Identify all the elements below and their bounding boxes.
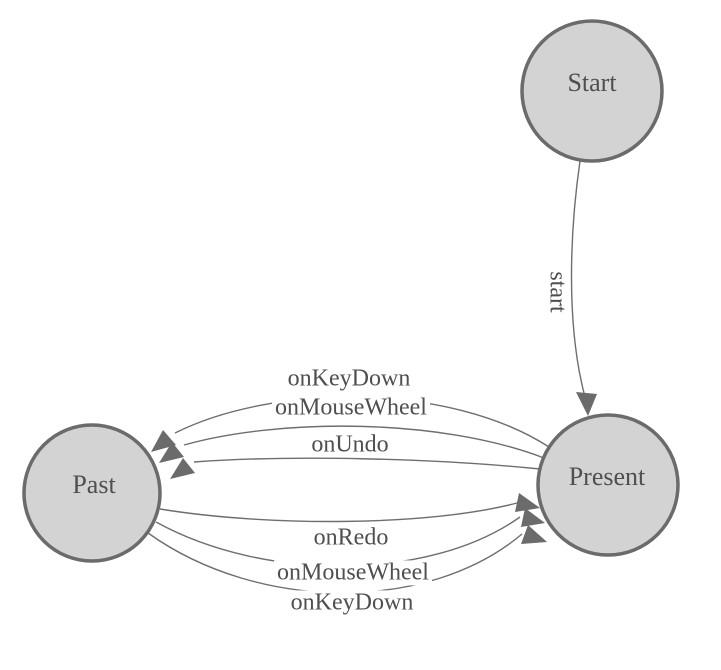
edge-label-onkeydown-to-past: onKeyDown [284, 366, 414, 392]
state-label-past: Past [72, 470, 116, 499]
arrowhead-icon [521, 508, 545, 527]
edge-start-transition [570, 160, 585, 394]
edge-label-onredo: onRedo [310, 525, 392, 551]
edge-label-onundo: onUndo [308, 432, 392, 458]
edge-mousewheel-to-past [183, 425, 545, 459]
arrowhead-icon [170, 458, 195, 479]
state-label-start: Start [567, 68, 617, 97]
edge-undo-to-past [193, 457, 541, 470]
arrowhead-icon [521, 525, 547, 544]
edge-label-start: start [544, 269, 571, 315]
arrowhead-icon [515, 493, 540, 512]
arrowhead-icon [159, 442, 184, 463]
state-node-start [520, 19, 664, 163]
state-node-present [536, 413, 680, 557]
edge-label-onmousewheel-to-past: onMouseWheel [272, 395, 430, 421]
arrowhead-icon [576, 392, 597, 416]
state-node-past [22, 423, 162, 563]
edge-label-onmousewheel-to-present: onMouseWheel [274, 560, 432, 586]
edge-label-onkeydown-to-present: onKeyDown [287, 590, 417, 616]
edge-redo-to-present [159, 502, 518, 523]
state-label-present: Present [568, 462, 646, 491]
